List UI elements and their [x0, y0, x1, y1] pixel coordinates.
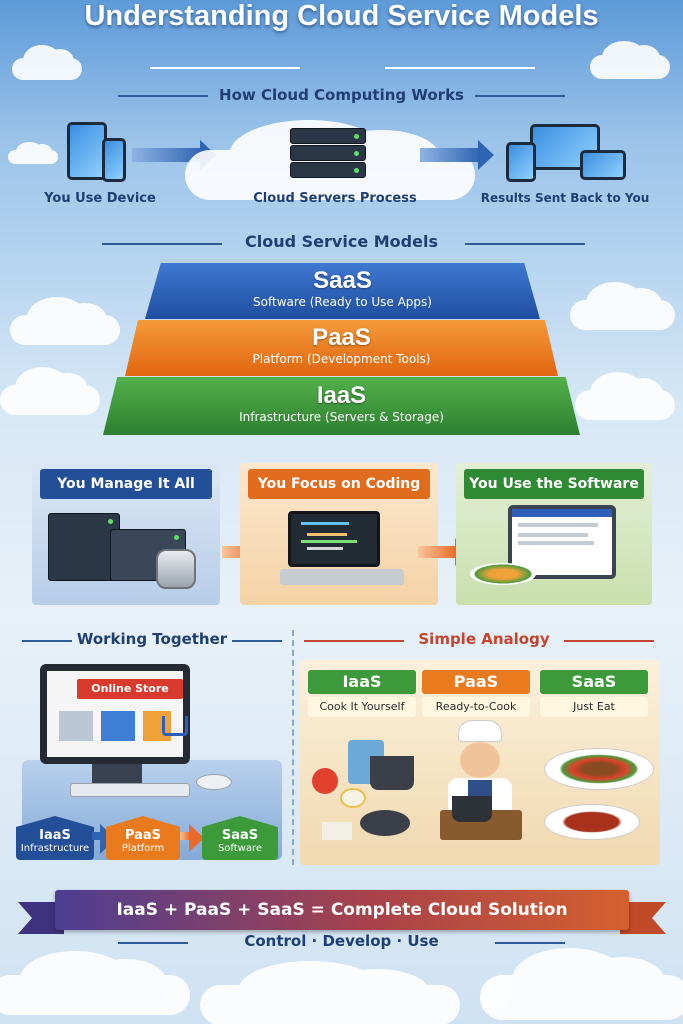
online-store-bar: Online Store	[77, 679, 183, 699]
bg-cloud	[12, 44, 82, 80]
ribbon-tail-right	[620, 902, 666, 934]
analogy-saas-header: SaaS	[540, 670, 648, 694]
store-product-card	[59, 711, 93, 741]
tablet-icon	[67, 122, 107, 180]
chef-icon	[436, 720, 526, 845]
saas-badge-name: SaaS	[221, 828, 259, 843]
analogy-iaas-header: IaaS	[308, 670, 416, 694]
title-rule-right	[385, 67, 535, 69]
iaas-badge-label: Infrastructure	[20, 843, 90, 854]
paas-layer: PaaS Platform (Development Tools)	[125, 320, 558, 376]
summary-ribbon: IaaS + PaaS + SaaS = Complete Cloud Solu…	[55, 890, 629, 930]
bg-cloud	[0, 367, 100, 415]
saas-layer-name: SaaS	[313, 267, 372, 294]
monitor-stand	[92, 764, 142, 784]
paas-layer-desc: Platform (Development Tools)	[252, 352, 431, 366]
bg-cloud	[200, 961, 460, 1024]
saas-badge-label: Software	[217, 843, 263, 854]
bg-cloud	[575, 372, 675, 420]
arrow-badge-paas-saas	[180, 824, 204, 852]
section-line-left	[22, 640, 72, 642]
section-line-right	[475, 95, 565, 97]
paas-responsibility-panel: You Focus on Coding	[240, 463, 438, 605]
laptop-base	[280, 569, 404, 585]
monitor-icon	[530, 124, 600, 170]
iaas-layer: IaaS Infrastructure (Servers & Storage)	[103, 377, 580, 435]
section-divider	[292, 630, 294, 865]
step-caption-device: You Use Device	[44, 191, 156, 206]
bg-cloud	[0, 951, 190, 1015]
section-line-left	[118, 95, 208, 97]
iaas-panel-banner: You Manage It All	[40, 469, 212, 499]
paas-panel-banner: You Focus on Coding	[248, 469, 430, 499]
analogy-iaas-label: Cook It Yourself	[308, 697, 416, 717]
analogy-heading: Simple Analogy	[418, 630, 550, 648]
arrow-to-results	[420, 140, 494, 170]
section-line-right	[232, 640, 282, 642]
server-rack-icon	[48, 513, 120, 581]
ready-meal-icon	[540, 748, 658, 848]
shopping-cart-icon	[162, 716, 188, 736]
title-rule-left	[150, 67, 300, 69]
raw-ingredients-icon	[312, 740, 422, 840]
bg-cloud	[10, 297, 120, 345]
server-icon	[290, 145, 366, 161]
saas-layer-desc: Software (Ready to Use Apps)	[253, 295, 432, 309]
bg-cloud	[480, 948, 683, 1020]
iaas-layer-desc: Infrastructure (Servers & Storage)	[239, 410, 444, 424]
bg-cloud	[590, 40, 670, 79]
section-line-left	[102, 243, 222, 245]
saas-layer: SaaS Software (Ready to Use Apps)	[145, 263, 540, 319]
how-it-works-heading: How Cloud Computing Works	[219, 86, 464, 104]
store-product-card	[101, 711, 135, 741]
summary-tagline: Control · Develop · Use	[244, 932, 439, 950]
step-caption-servers: Cloud Servers Process	[253, 191, 417, 206]
server-icon	[290, 162, 366, 178]
section-line-left	[118, 942, 188, 944]
saas-panel-banner: You Use the Software	[464, 469, 644, 499]
paas-badge-label: Platform	[121, 843, 165, 854]
step-caption-results: Results Sent Back to You	[480, 191, 650, 205]
section-line-right	[465, 243, 585, 245]
arrow-badge-iaas-paas	[92, 824, 116, 854]
analogy-paas-header: PaaS	[422, 670, 530, 694]
section-line-left	[304, 640, 404, 642]
iaas-layer-name: IaaS	[316, 382, 367, 409]
database-icon	[156, 549, 196, 589]
saas-responsibility-panel: You Use the Software	[456, 463, 652, 605]
section-line-right	[564, 640, 654, 642]
store-product-card	[143, 711, 171, 741]
mouse-icon	[196, 774, 232, 790]
iaas-badge-name: IaaS	[39, 828, 71, 843]
paas-layer-name: PaaS	[312, 324, 371, 351]
arrow-paas-to-saas	[418, 538, 470, 566]
keyboard-icon	[70, 783, 190, 797]
tablet-icon	[506, 142, 536, 182]
paas-badge: PaaS Platform	[106, 816, 180, 860]
main-title: Understanding Cloud Service Models	[84, 0, 599, 32]
analogy-paas-label: Ready-to-Cook	[422, 697, 530, 717]
analogy-saas-label: Just Eat	[540, 697, 648, 717]
server-icon	[290, 128, 366, 144]
section-line-right	[495, 942, 565, 944]
iaas-responsibility-panel: You Manage It All	[32, 463, 220, 605]
laptop-icon	[580, 150, 626, 180]
bg-cloud	[570, 282, 675, 330]
paas-badge-name: PaaS	[124, 828, 162, 843]
phone-icon	[102, 138, 126, 182]
laptop-code-icon	[288, 511, 380, 567]
service-models-heading: Cloud Service Models	[245, 232, 438, 251]
working-together-heading: Working Together	[76, 630, 228, 648]
bg-cloud	[8, 141, 58, 164]
ribbon-tail-left	[18, 902, 64, 934]
computer-monitor: Online Store	[40, 664, 190, 764]
salad-plate-icon	[470, 563, 536, 585]
